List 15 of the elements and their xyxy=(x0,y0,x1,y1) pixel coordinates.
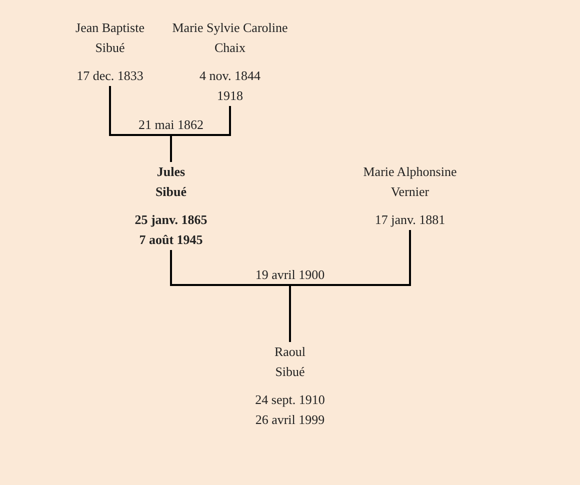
life-date: 17 janv. 1881 xyxy=(374,211,446,229)
family-connector xyxy=(289,230,411,342)
life-date: 26 avril 1999 xyxy=(255,411,325,429)
person-name: Raoul Sibué xyxy=(273,343,307,381)
life-date: 25 janv. 1865 xyxy=(134,211,208,229)
person-name: Marie Alphonsine Vernier xyxy=(362,163,458,201)
family-connector xyxy=(170,106,231,162)
life-date: 17 dec. 1833 xyxy=(76,67,144,85)
person-name: Marie Sylvie Caroline Chaix xyxy=(171,19,289,57)
person-name: Jean Baptiste Sibué xyxy=(74,19,146,57)
person-name: Jules Sibué xyxy=(154,163,188,201)
life-date: 4 nov. 1844 xyxy=(200,67,260,85)
life-date: 24 sept. 1910 xyxy=(255,391,325,409)
life-date: 1918 xyxy=(217,87,243,105)
life-date: 7 août 1945 xyxy=(139,231,203,249)
